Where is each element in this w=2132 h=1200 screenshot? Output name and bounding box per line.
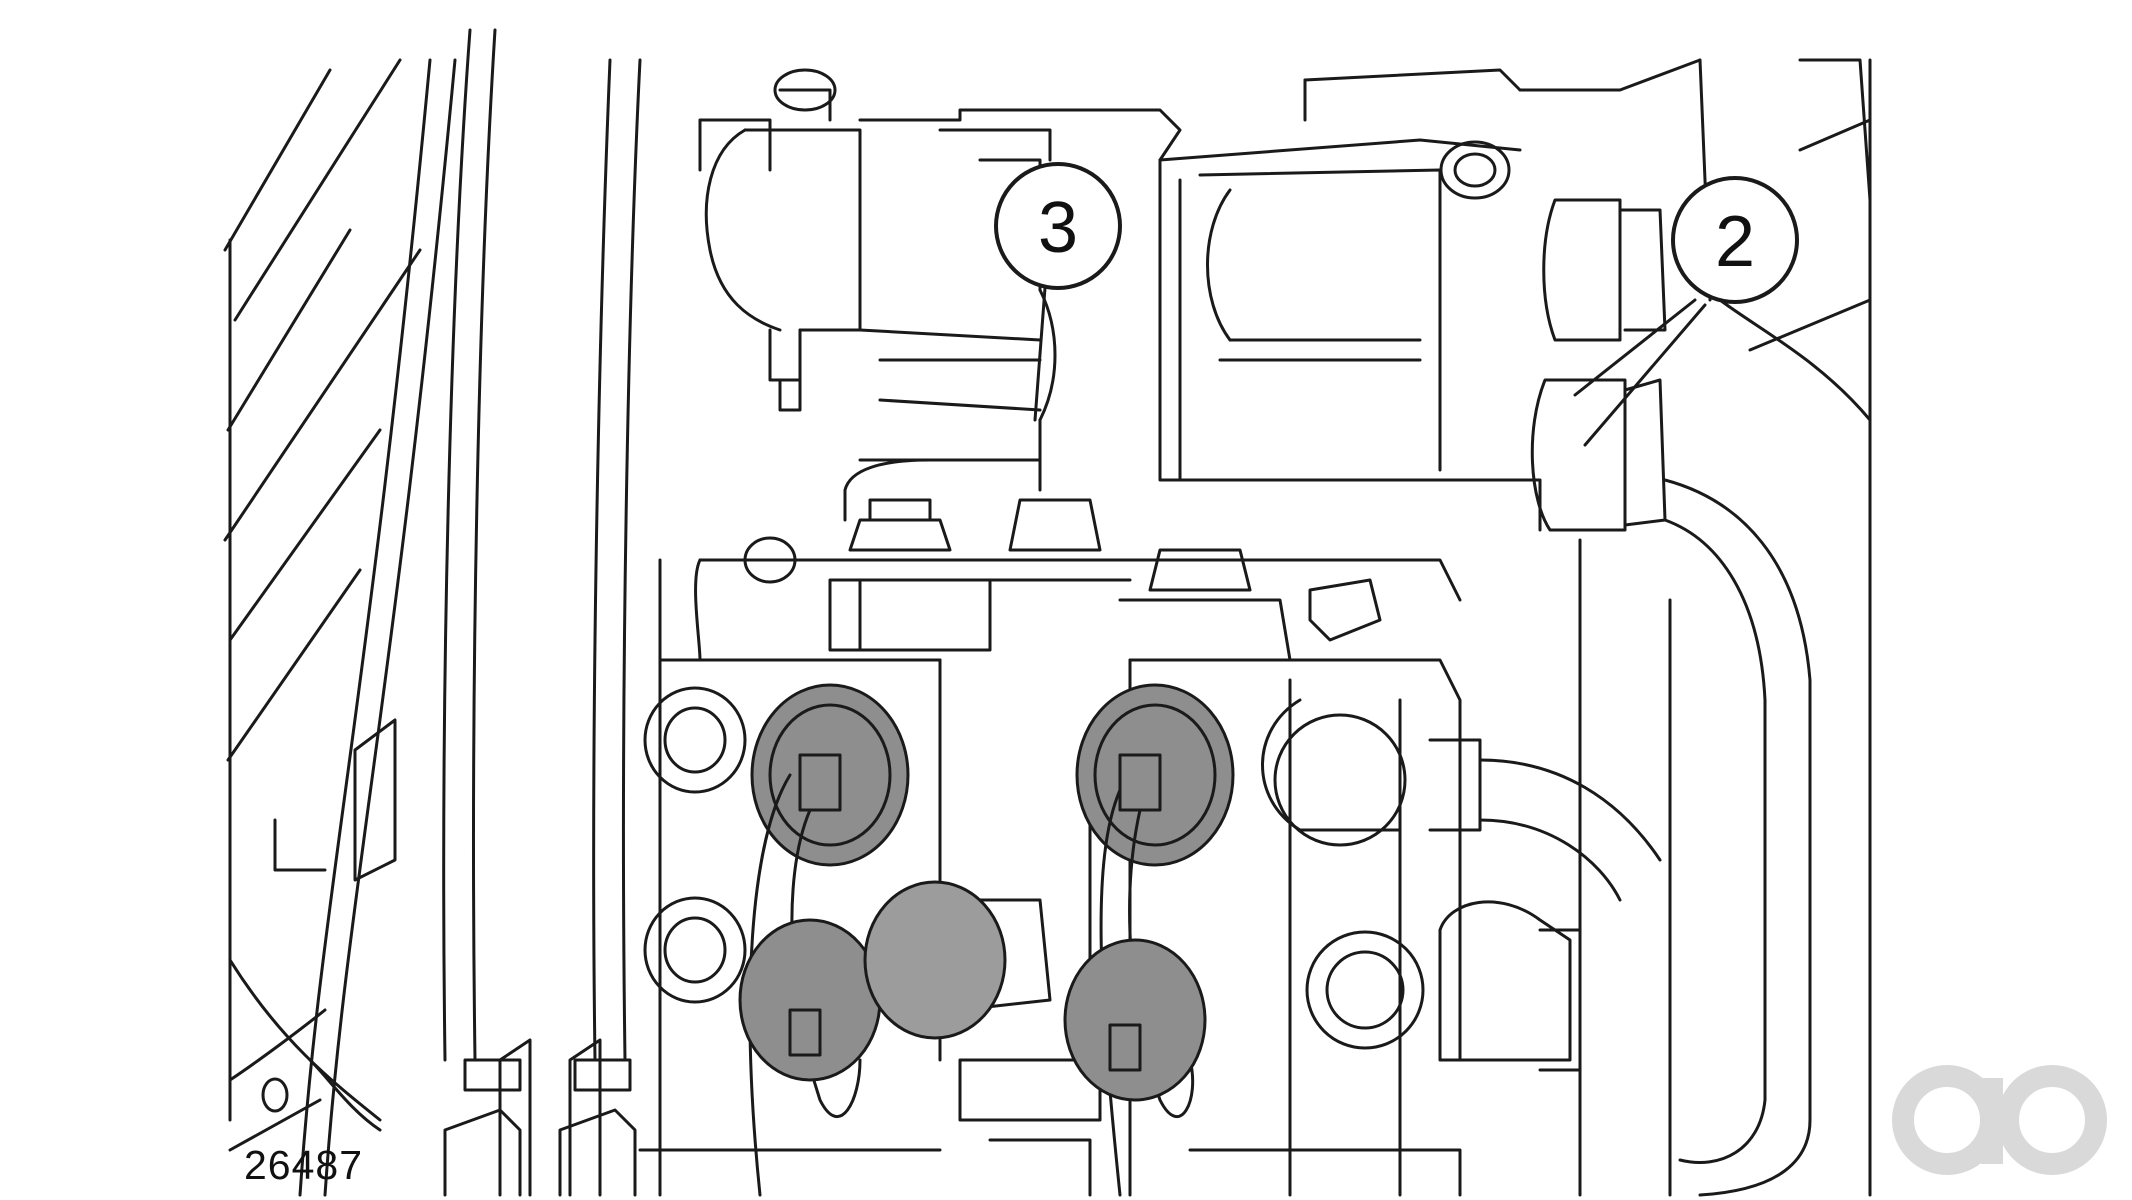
blanking-plug xyxy=(863,880,1007,1040)
figure-number: 26487 xyxy=(244,1142,364,1188)
left-frame-structure xyxy=(223,28,642,1197)
right-pipes-and-fittings xyxy=(1438,58,1872,1197)
valve-body-upper xyxy=(698,68,1522,522)
callout-2: 2 xyxy=(1573,176,1799,447)
connector-lower-right xyxy=(1063,938,1207,1102)
electrical-connectors xyxy=(738,683,1235,1197)
valve-block-lower xyxy=(638,498,1662,1197)
callout-3: 3 xyxy=(994,162,1122,422)
connector-upper-left xyxy=(748,683,910,1197)
callout-3-label: 3 xyxy=(1038,188,1078,268)
connector-lower-left xyxy=(738,918,882,1082)
callout-2-label: 2 xyxy=(1715,202,1755,282)
watermark-logo: ao xyxy=(1892,1060,2112,1180)
